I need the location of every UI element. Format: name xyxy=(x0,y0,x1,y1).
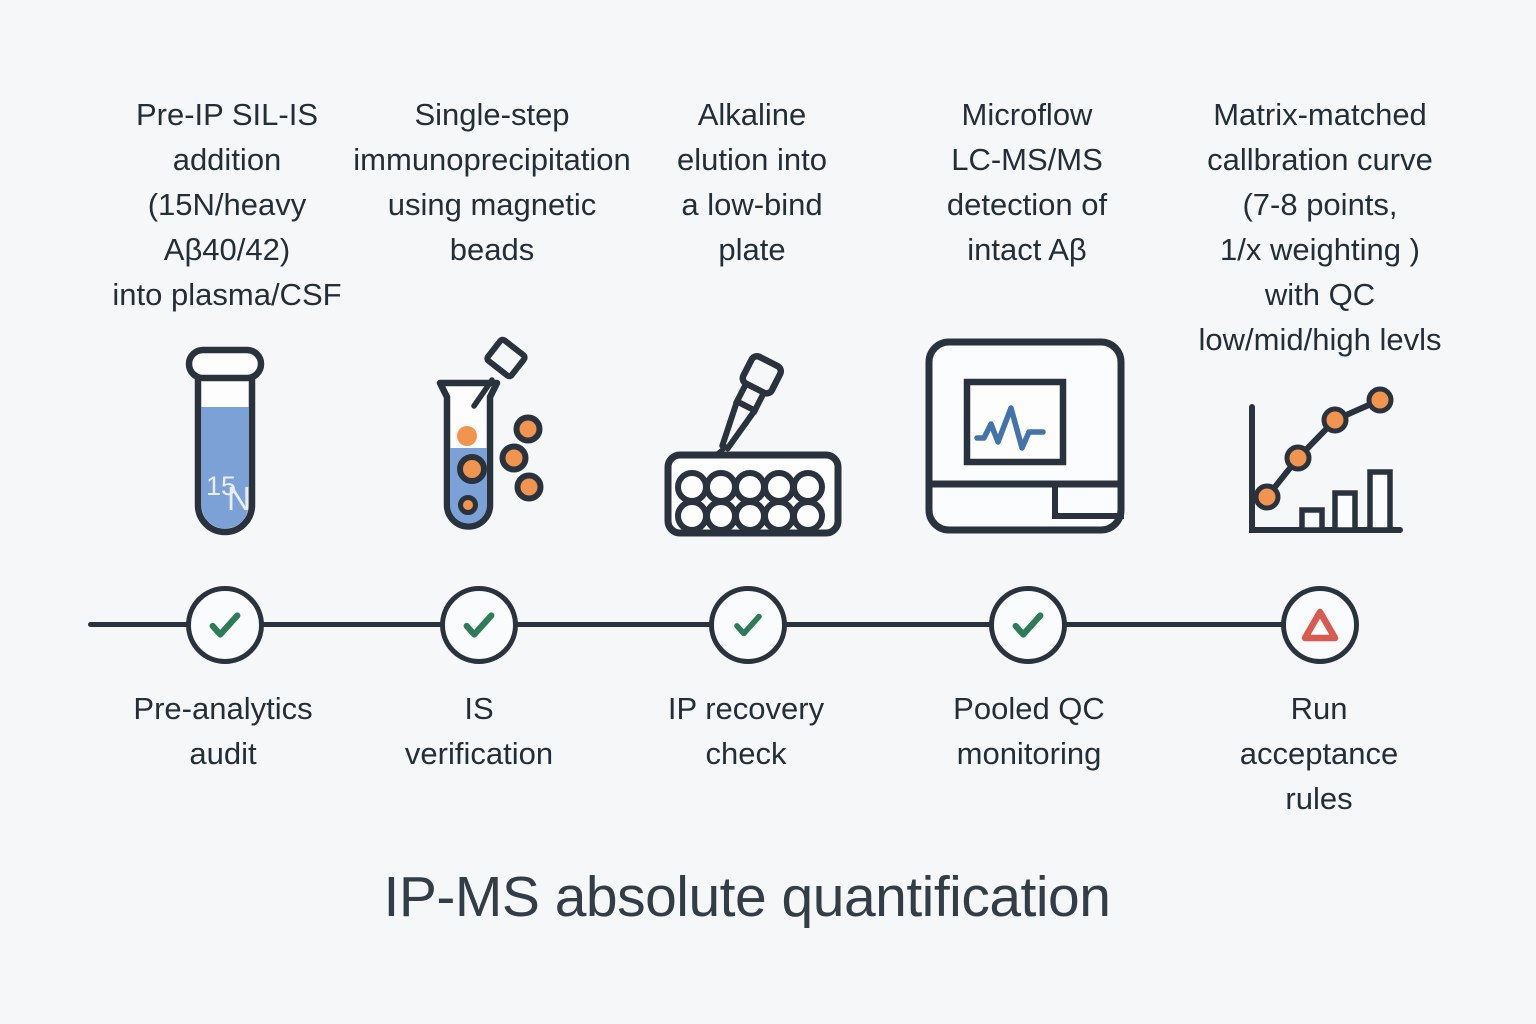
isotope-element-label: N xyxy=(227,480,251,517)
bead xyxy=(457,454,487,484)
bead xyxy=(514,472,544,502)
warning-triangle-icon xyxy=(1301,608,1339,642)
isotope-mass-label: 15 xyxy=(206,471,236,501)
step-4-checkpoint-label: Pooled QC monitoring xyxy=(953,691,1105,771)
checkpoint-4 xyxy=(989,586,1067,664)
pipette xyxy=(708,353,785,460)
step-5-checkpoint-label: Run acceptance rules xyxy=(1239,691,1399,816)
instrument-tray xyxy=(1052,481,1124,519)
check-icon xyxy=(209,612,241,638)
step-3-checkpoint-label: IP recovery check xyxy=(667,691,825,771)
check-icon xyxy=(734,613,762,637)
lcms-instrument-icon xyxy=(925,338,1125,534)
plate-wells xyxy=(675,470,825,533)
pipette-cone xyxy=(719,398,758,452)
pour-stick xyxy=(471,377,495,409)
checkpoint-3 xyxy=(709,586,787,664)
tube-cap xyxy=(484,336,528,380)
step-2-description: Single-step immunoprecipitation using ma… xyxy=(353,97,631,267)
check-icon xyxy=(463,612,495,638)
curve-line xyxy=(1264,397,1383,500)
magnetic-beads-tube-icon xyxy=(436,336,544,530)
bead xyxy=(499,443,529,473)
page-title: IP-MS absolute quantification xyxy=(383,865,1111,929)
waveform xyxy=(974,405,1046,451)
test-tube-15n-icon: 15 N xyxy=(185,346,265,536)
checkpoint-1 xyxy=(186,586,264,664)
step-1-checkpoint-label: Pre-analytics audit xyxy=(133,691,313,771)
step-4-description: Microflow LC-MS/MS detection of intact A… xyxy=(946,97,1108,267)
step-2-checkpoint-label: IS verification xyxy=(404,691,554,771)
step-1-description: Pre-IP SIL-IS addition (15N/heavy Aβ40/4… xyxy=(112,97,342,312)
curve-points xyxy=(1253,386,1394,511)
tube-liquid xyxy=(201,407,249,529)
check-icon xyxy=(1012,612,1044,638)
bead xyxy=(458,495,478,515)
bead xyxy=(513,414,543,444)
calibration-curve-icon xyxy=(1249,386,1403,533)
step-5-description: Matrix-matched callbration curve (7-8 po… xyxy=(1198,97,1442,357)
timeline-line xyxy=(88,622,1284,627)
checkpoint-5 xyxy=(1281,586,1359,664)
pipette-plate-icon xyxy=(664,353,842,537)
bead xyxy=(457,426,477,446)
chart-bars xyxy=(1299,469,1393,533)
tube-rim xyxy=(185,346,265,382)
checkpoint-2 xyxy=(440,586,518,664)
step-3-description: Alkaline elution into a low-bind plate xyxy=(677,97,827,267)
